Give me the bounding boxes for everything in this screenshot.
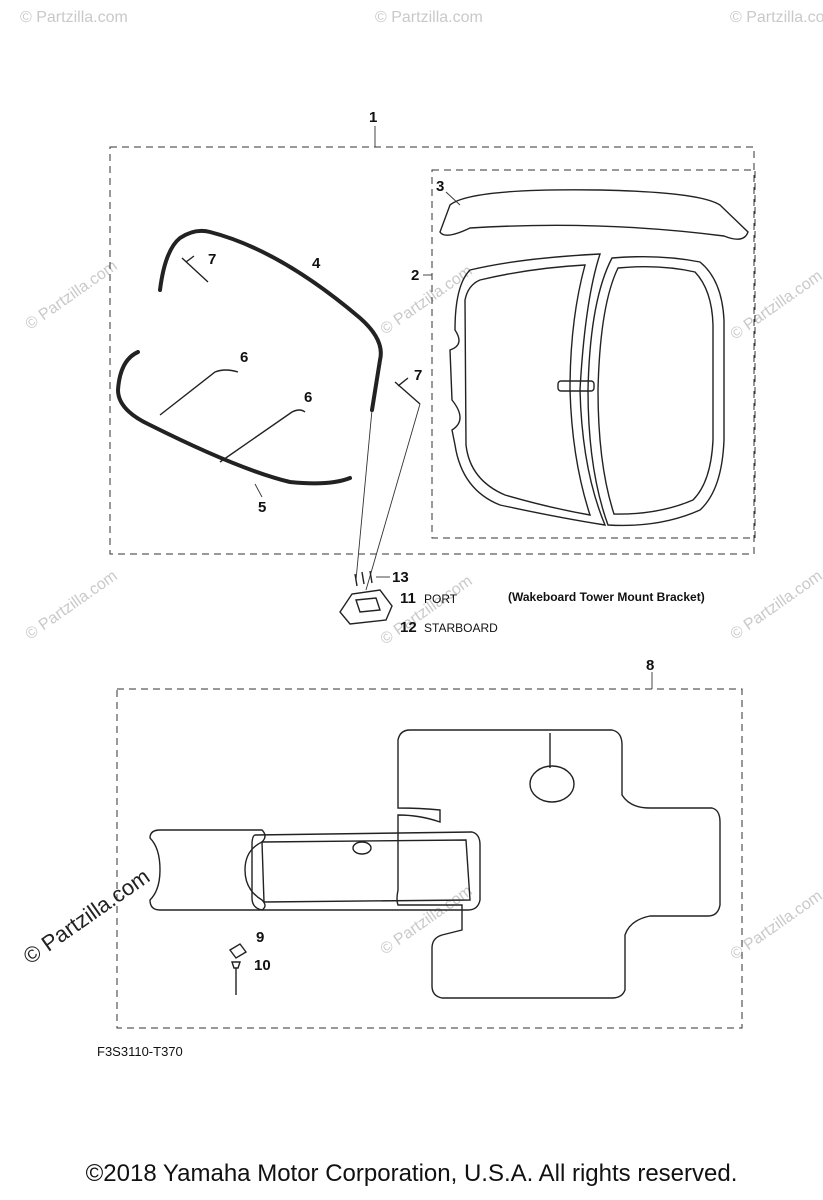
callout-8[interactable]: 8: [646, 657, 654, 674]
copyright-notice: ©2018 Yamaha Motor Corporation, U.S.A. A…: [85, 1160, 738, 1187]
part-6-support-rod-b[interactable]: [219, 409, 306, 463]
callout-9[interactable]: 9: [256, 929, 264, 946]
diagram-code: F3S3110-T370: [97, 1044, 183, 1059]
watermark: © Partzilla.com: [730, 9, 823, 26]
watermark: © Partzilla.com: [728, 568, 823, 644]
assembly-1: 1 2 3 4 5 6 6 7 7: [109, 109, 756, 591]
assembly-1-boundary: [109, 146, 755, 555]
part-7-bracket-a[interactable]: [181, 255, 209, 283]
part-2-liner-left[interactable]: [449, 253, 607, 526]
part-6-support-rod-a[interactable]: [159, 369, 239, 416]
leader-line: [365, 403, 421, 591]
part-8-middle-mat-inner[interactable]: [261, 839, 471, 903]
callout-6[interactable]: 6: [240, 349, 248, 366]
leader-line: [254, 483, 263, 498]
callout-2[interactable]: 2: [411, 267, 419, 284]
part-11-12-mount-bracket[interactable]: [339, 589, 393, 625]
watermark: © Partzilla.com: [378, 883, 476, 959]
part-8-small-mat[interactable]: [149, 829, 266, 911]
watermark-layer: © Partzilla.com © Partzilla.com © Partzi…: [19, 9, 823, 969]
callout-4[interactable]: 4: [312, 255, 321, 272]
watermark: © Partzilla.com: [23, 258, 121, 334]
starboard-label: STARBOARD: [424, 621, 498, 635]
part-2-liner-right[interactable]: [587, 255, 725, 527]
leader-line: [445, 191, 461, 206]
callout-1[interactable]: 1: [369, 109, 377, 126]
assembly-2-boundary: [431, 169, 756, 539]
leader-line: [355, 409, 373, 581]
watermark: © Partzilla.com: [728, 268, 823, 344]
callout-7[interactable]: 7: [208, 251, 216, 268]
watermark-large: © Partzilla.com: [19, 864, 155, 970]
callout-13[interactable]: 13: [392, 569, 409, 586]
part-13-screw[interactable]: [354, 570, 373, 587]
part-2-liner-left-inner[interactable]: [464, 264, 592, 516]
part-2-liner-right-inner[interactable]: [597, 265, 714, 515]
mount-bracket-group: 13 11 PORT (Wakeboard Tower Mount Bracke…: [339, 569, 705, 636]
part-2-clip[interactable]: [557, 380, 595, 392]
part-3-trim[interactable]: [439, 189, 749, 240]
callout-3[interactable]: 3: [436, 178, 444, 195]
callout-6[interactable]: 6: [304, 389, 312, 406]
part-8-middle-mat-hole[interactable]: [352, 841, 372, 855]
part-8-main-mat[interactable]: [396, 729, 721, 999]
assembly-8-boundary: [116, 688, 743, 1029]
assembly-8: 8 9 10: [116, 657, 743, 1029]
watermark: © Partzilla.com: [20, 9, 128, 26]
watermark: © Partzilla.com: [378, 263, 476, 339]
part-10-screw[interactable]: [231, 961, 241, 995]
watermark: © Partzilla.com: [375, 9, 483, 26]
watermark: © Partzilla.com: [23, 568, 121, 644]
part-7-bracket-b[interactable]: [394, 377, 421, 405]
callout-12[interactable]: 12: [400, 619, 417, 636]
part-9-snap[interactable]: [228, 943, 248, 959]
port-label: PORT: [424, 592, 458, 606]
part-8-middle-mat[interactable]: [251, 831, 481, 911]
callout-11[interactable]: 11: [400, 590, 416, 607]
callout-5[interactable]: 5: [258, 499, 266, 516]
callout-10[interactable]: 10: [254, 957, 271, 974]
part-4-upper-rail[interactable]: [158, 228, 383, 412]
bracket-note: (Wakeboard Tower Mount Bracket): [508, 590, 705, 604]
callout-7[interactable]: 7: [414, 367, 422, 384]
part-5-lower-rail[interactable]: [115, 350, 352, 486]
part-8-mat-cutout[interactable]: [529, 765, 575, 803]
